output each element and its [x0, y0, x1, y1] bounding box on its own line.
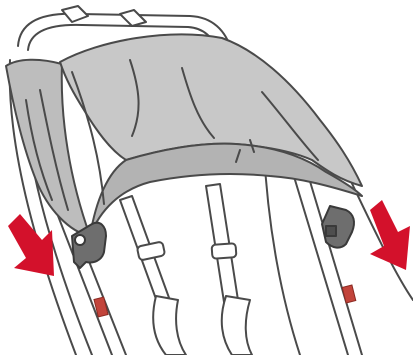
canopy [6, 34, 362, 236]
canopy-clip-icon [322, 206, 354, 248]
rail-marker-right [342, 285, 356, 303]
harness-straps [120, 184, 252, 355]
